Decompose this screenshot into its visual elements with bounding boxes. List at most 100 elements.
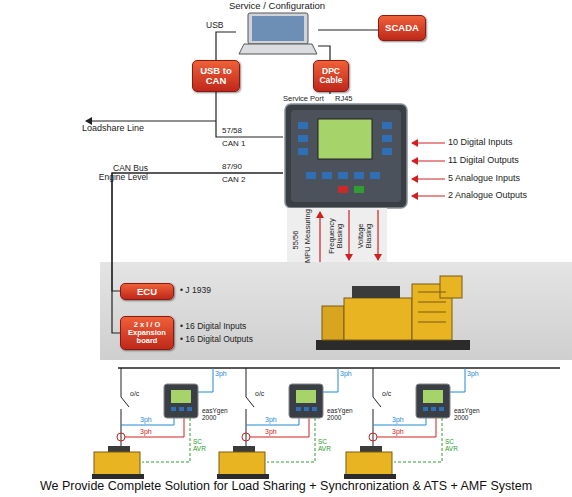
annotation-label: 3ph <box>340 370 352 378</box>
annotation-label: 5 Analogue Inputs <box>448 174 520 184</box>
node-text: Service / Configuration <box>229 0 325 11</box>
annotation-label: 3ph <box>467 370 479 378</box>
scada-box: SCADA <box>378 15 426 41</box>
current-wire <box>377 418 436 437</box>
small-controller <box>289 384 323 418</box>
annotation-label: 3ph <box>265 428 277 436</box>
bus-sense-wire <box>450 368 465 392</box>
laptop-node: Service / Configuration <box>236 0 318 56</box>
breaker-symbol <box>373 397 381 407</box>
controller-button <box>322 172 332 179</box>
laptop-lid <box>248 13 308 44</box>
small-button <box>171 407 176 411</box>
converter-box: USB to CAN <box>192 60 240 92</box>
current-wire <box>250 418 309 437</box>
small-button <box>296 407 301 411</box>
io-arrow <box>412 160 445 161</box>
connector-line <box>112 173 283 291</box>
controller-button <box>370 172 380 179</box>
controller-body <box>285 104 407 208</box>
small-button <box>431 407 436 411</box>
annotation-label: SC AVR <box>318 438 334 452</box>
small-display <box>423 390 443 403</box>
controller-display <box>318 119 372 159</box>
annotation-label: o/c <box>130 390 139 398</box>
genset-grille <box>418 292 446 293</box>
bias-arrow <box>348 210 349 260</box>
controller-button <box>354 186 364 193</box>
genset-unit <box>344 368 465 479</box>
node-text: DPC Cable <box>314 67 348 85</box>
small-button <box>187 407 192 411</box>
annotation-label: easYgen 2000 <box>454 407 486 421</box>
annotation-label: SC AVR <box>445 438 461 452</box>
caption-text: We Provide Complete Solution for Load Sh… <box>0 479 572 493</box>
small-genset <box>94 452 140 475</box>
node-text: SCADA <box>385 23 419 33</box>
genset-radiator <box>412 284 452 340</box>
controller-button <box>298 122 308 129</box>
controller-button <box>382 122 392 129</box>
controller-button <box>382 135 392 142</box>
annotation-label: 11 Digital Outputs <box>448 156 519 166</box>
annotation-label: CAN 1 <box>222 140 246 149</box>
io-arrow <box>412 195 445 196</box>
genset-unit <box>92 368 213 479</box>
node-text: 2 x I / O Expansion board <box>121 321 173 345</box>
expansion-box: 2 x I / O Expansion board <box>120 316 174 350</box>
feeder-wire <box>121 368 122 397</box>
controller-node: Service PortRJ45 <box>283 94 409 208</box>
connector-line <box>216 32 236 60</box>
ct-symbol <box>242 433 250 441</box>
annotation-label: • 16 Digital Outputs <box>180 335 253 344</box>
annotation-label: CAN Bus Engine Level <box>92 164 148 183</box>
small-genset-skid <box>92 474 144 479</box>
genset-skid <box>316 340 470 350</box>
annotation-label: 55/56 <box>292 231 300 250</box>
engine-band <box>100 262 572 360</box>
breaker-symbol <box>246 397 254 407</box>
genset-unit <box>217 368 338 479</box>
breaker-symbol <box>121 397 129 407</box>
connector-line <box>216 92 283 137</box>
control-wire <box>394 418 442 462</box>
current-wire <box>125 418 184 437</box>
annotation-label: 10 Digital Inputs <box>448 138 513 148</box>
small-controller <box>416 384 450 418</box>
annotation-label: o/c <box>255 390 264 398</box>
genset-manifold <box>352 286 400 298</box>
control-wire <box>142 418 190 462</box>
small-display <box>296 390 316 403</box>
annotation-label: 3ph <box>140 428 152 436</box>
feeder-wire <box>373 368 374 397</box>
controller-button <box>382 148 392 155</box>
small-controller <box>164 384 198 418</box>
laptop-screen <box>252 16 304 41</box>
annotation-label: MPU Measuring <box>304 209 312 263</box>
connector-line <box>329 92 330 94</box>
annotation-label: 2 Analogue Outputs <box>448 191 527 201</box>
node-text: RJ45 <box>335 94 353 103</box>
annotation-label: 3ph <box>265 416 277 424</box>
annotation-label: 87/90 <box>222 163 242 172</box>
small-genset-skid <box>344 474 396 479</box>
genset-engine <box>344 298 412 340</box>
signal-strip <box>287 208 387 262</box>
annotation-label: easYgen 2000 <box>327 407 359 421</box>
connector-line <box>112 173 283 333</box>
annotation-label: Loadshare Line <box>82 124 144 134</box>
small-button <box>304 407 309 411</box>
annotation-label: USB <box>206 21 223 30</box>
small-genset <box>346 452 392 475</box>
genset-grille <box>418 302 446 303</box>
annotation-label: 3ph <box>215 370 227 378</box>
connector-line <box>318 46 330 60</box>
controller-button <box>298 148 308 155</box>
annotation-label: Frequency Biasing <box>328 213 345 259</box>
genset-control-box <box>440 276 462 298</box>
cable-box: DPC Cable <box>313 60 349 92</box>
small-button <box>179 407 184 411</box>
annotation-label: • 16 Digital Inputs <box>180 322 246 331</box>
